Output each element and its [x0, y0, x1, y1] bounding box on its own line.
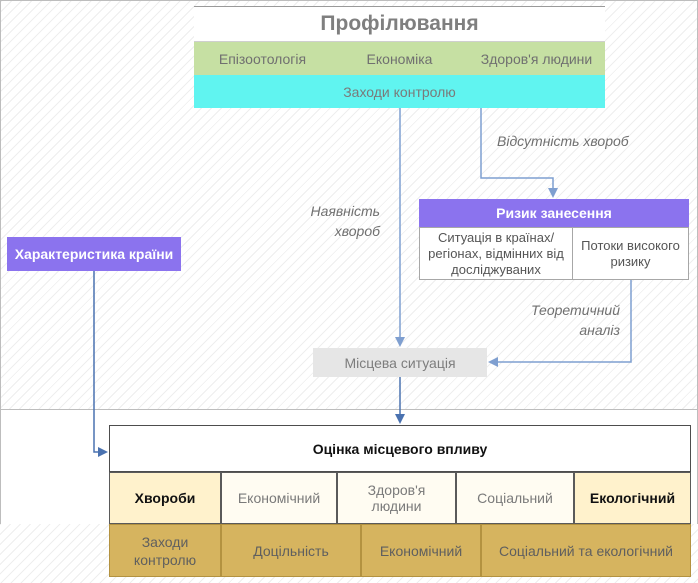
risk-title-text: Ризик занесення — [496, 205, 612, 221]
column-epizootology: Епізоотологія — [218, 50, 307, 67]
presence-label-line2: хвороб — [334, 223, 380, 239]
profiling-title: Профілювання — [320, 12, 479, 35]
bottom-cell-control-measures-text: Заходи контролю — [133, 533, 197, 568]
control-measures-bar: Заходи контролю — [194, 75, 605, 108]
arrow-country-to-impact — [93, 271, 108, 457]
bottom-cell-control-measures: Заходи контролю — [109, 524, 221, 577]
bottom-cell-economic-text: Економічний — [379, 542, 463, 559]
impact-cell-diseases-text: Хвороби — [134, 490, 196, 506]
country-characteristics: Характеристика країни — [7, 237, 181, 271]
impact-cell-social-text: Соціальний — [477, 490, 553, 506]
theoretical-label: Теоретичний аналіз — [500, 300, 620, 342]
impact-cell-economic-text: Економічний — [237, 490, 321, 506]
risk-cell-high-risk-flows-text: Потоки високого ризику — [581, 237, 680, 269]
presence-label: Наявність хвороб — [280, 201, 380, 241]
arrow-control-to-risk — [480, 108, 558, 198]
impact-cell-economic: Економічний — [221, 472, 337, 524]
bottom-cell-feasibility: Доцільність — [221, 524, 361, 577]
risk-title: Ризик занесення — [419, 199, 689, 227]
presence-label-line1: Наявність — [310, 203, 380, 219]
absence-label: Відсутність хвороб — [497, 133, 629, 149]
risk-cell-other-regions: Ситуація в країнах/ регіонах, відмінних … — [419, 227, 573, 280]
profiling-header: Профілювання — [194, 6, 605, 42]
impact-cell-ecological-text: Екологічний — [589, 490, 676, 506]
risk-cell-high-risk-flows: Потоки високого ризику — [573, 227, 689, 280]
country-characteristics-text: Характеристика країни — [14, 246, 174, 262]
control-measures-label: Заходи контролю — [343, 83, 456, 100]
impact-cell-ecological: Екологічний — [574, 472, 691, 524]
bottom-cell-social-ecological: Соціальний та екологічний — [481, 524, 691, 577]
risk-cell-other-regions-text: Ситуація в країнах/ регіонах, відмінних … — [428, 229, 564, 277]
bottom-cell-social-ecological-text: Соціальний та екологічний — [498, 542, 673, 559]
theoretical-label-line2: аналіз — [579, 322, 620, 338]
impact-cell-social: Соціальний — [456, 472, 574, 524]
bottom-cell-feasibility-text: Доцільність — [253, 542, 329, 559]
impact-cell-human-health-text: Здоров'я людини — [367, 482, 426, 514]
profiling-columns: Епізоотологія Економіка Здоров'я людини — [194, 42, 605, 75]
column-economy: Економіка — [366, 50, 433, 67]
bottom-cell-economic: Економічний — [361, 524, 481, 577]
impact-assessment-title: Оцінка місцевого впливу — [109, 425, 691, 472]
theoretical-label-line1: Теоретичний — [530, 302, 620, 318]
local-situation-text: Місцева ситуація — [344, 354, 456, 371]
column-human-health: Здоров'я людини — [480, 50, 593, 67]
impact-assessment-title-text: Оцінка місцевого впливу — [312, 440, 488, 457]
local-situation: Місцева ситуація — [313, 348, 487, 377]
impact-cell-diseases: Хвороби — [109, 472, 221, 524]
impact-cell-human-health: Здоров'я людини — [337, 472, 456, 524]
arrow-risk-to-local — [488, 280, 632, 367]
